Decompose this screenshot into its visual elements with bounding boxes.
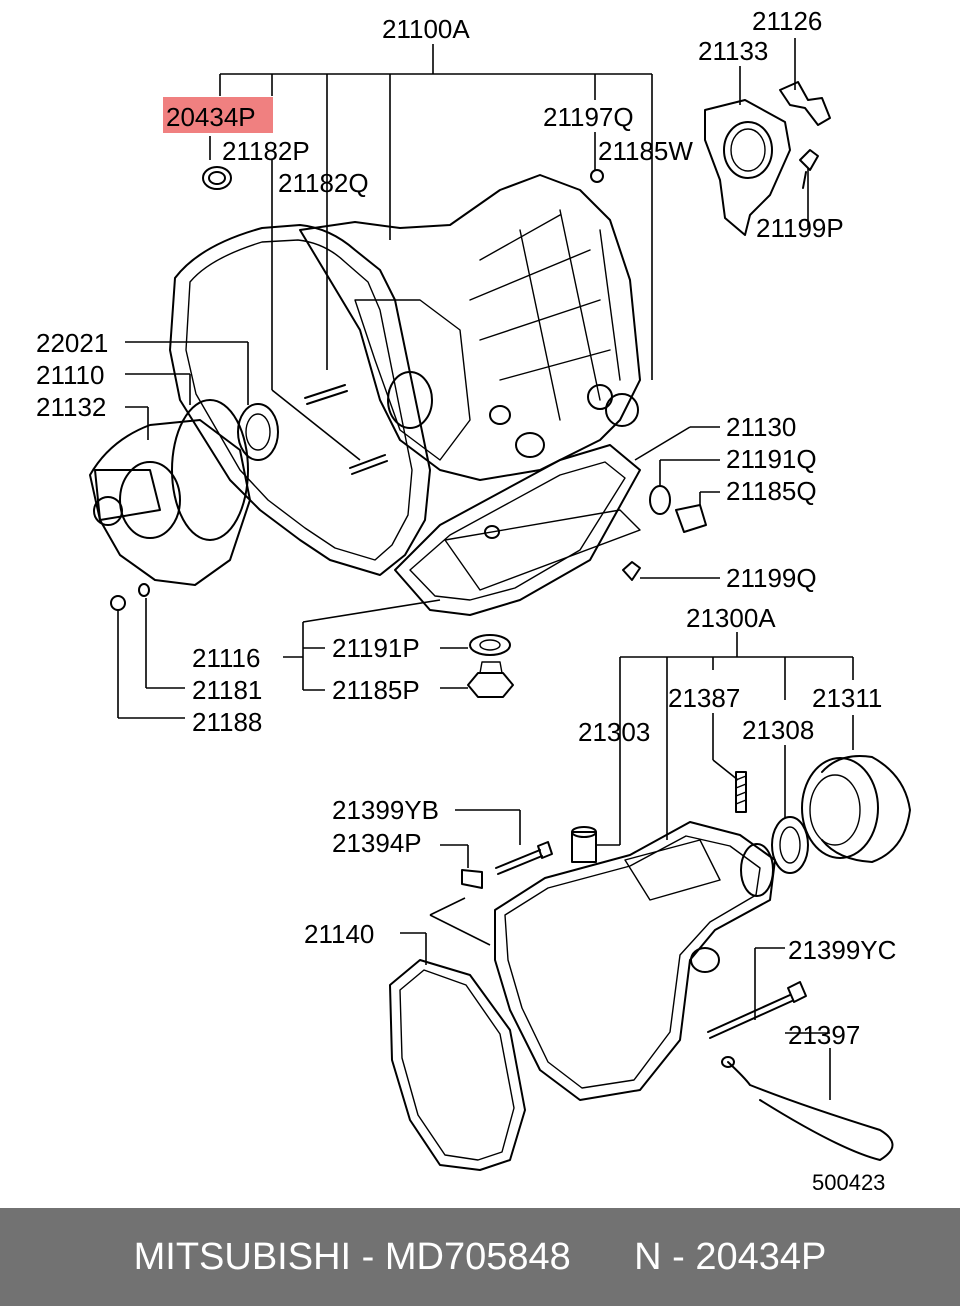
label-21100A: 21100A [382,14,470,44]
nut-21188 [110,595,126,611]
label-21133: 21133 [698,36,768,66]
label-21387: 21387 [668,683,740,713]
label-21199Q: 21199Q [726,563,817,593]
label-21399YC: 21399YC [788,935,896,965]
gasket-21110 [171,399,249,541]
label-21188: 21188 [192,707,262,737]
label-21126: 21126 [752,6,822,36]
footer-bar: MITSUBISHI - MD705848 N - 20434P [0,1208,960,1306]
extension-housing [494,821,776,1101]
diagram-id: 500423 [812,1170,885,1195]
footer-ref-code: 20434P [695,1235,827,1278]
leader-left [117,341,249,719]
leader-right [634,426,720,579]
transmission-case [169,174,641,616]
leader-drain [283,599,468,691]
footer-brand: MITSUBISHI [133,1235,352,1278]
parts-diagram: 21100A 20434P 21182P 21182Q 21197Q 21185… [36,6,911,1195]
label-21191Q: 21191Q [726,444,817,474]
retainer-21132 [89,419,251,586]
label-21182P: 21182P [222,136,310,166]
oil-seal-21308 [771,816,809,874]
leader-lower-left [400,809,521,965]
leader-21300A [595,632,854,846]
bolt-21199Q [622,561,641,581]
label-21185W: 21185W [598,136,693,166]
bracket-21133 [704,99,791,236]
leader-top-right [739,38,809,228]
oil-seal-20434P [202,166,232,190]
label-21303: 21303 [578,717,650,747]
label-21191P: 21191P [332,633,420,663]
cable-21397 [721,1056,894,1161]
footer-part-number: MD705848 [384,1235,571,1278]
bolt-21399YC [707,981,807,1039]
label-21300A: 21300A [686,603,776,633]
label-21185P: 21185P [332,675,420,705]
leader-21100A [209,44,653,461]
label-20434P: 20434P [166,102,256,132]
highlight-box [163,97,273,133]
plate-21394P [461,869,483,889]
label-21399YB: 21399YB [332,795,439,825]
dust-cover-21311 [801,755,911,863]
spring-21387 [735,771,747,813]
label-21197Q: 21197Q [543,102,634,132]
footer-sep-1: - [351,1235,385,1278]
label-21130: 21130 [726,412,796,442]
breather-21303 [571,826,597,863]
label-22021: 22021 [36,328,108,358]
label-21199P: 21199P [756,213,844,243]
leader-lower-right [754,947,831,1100]
label-21394P: 21394P [332,828,422,858]
bolt-21399YB [495,841,553,875]
footer-gap [571,1236,634,1279]
label-21311: 21311 [812,683,882,713]
label-21140: 21140 [304,919,374,949]
footer-sep-2: - [661,1235,696,1278]
label-21308: 21308 [742,715,814,745]
footer-ref-label: N [634,1235,662,1278]
label-21185Q: 21185Q [726,476,817,506]
label-21110: 21110 [36,360,104,390]
sensor-21126 [779,81,831,126]
plug-21185P [467,661,514,698]
bolt-21199P [799,149,819,189]
label-21181: 21181 [192,675,262,705]
label-21116: 21116 [192,643,260,673]
stud-21182 [304,384,388,475]
washer-21181 [138,583,150,597]
label-21132: 21132 [36,392,106,422]
label-21397: 21397 [788,1020,860,1050]
plug-21185Q [675,504,707,533]
oil-seal-22021 [237,403,279,461]
gasket-21191Q [649,485,671,515]
washer-21191P [469,634,511,656]
gasket-21140 [389,959,526,1171]
plug-21197Q [590,169,604,183]
label-21182Q: 21182Q [278,168,369,198]
